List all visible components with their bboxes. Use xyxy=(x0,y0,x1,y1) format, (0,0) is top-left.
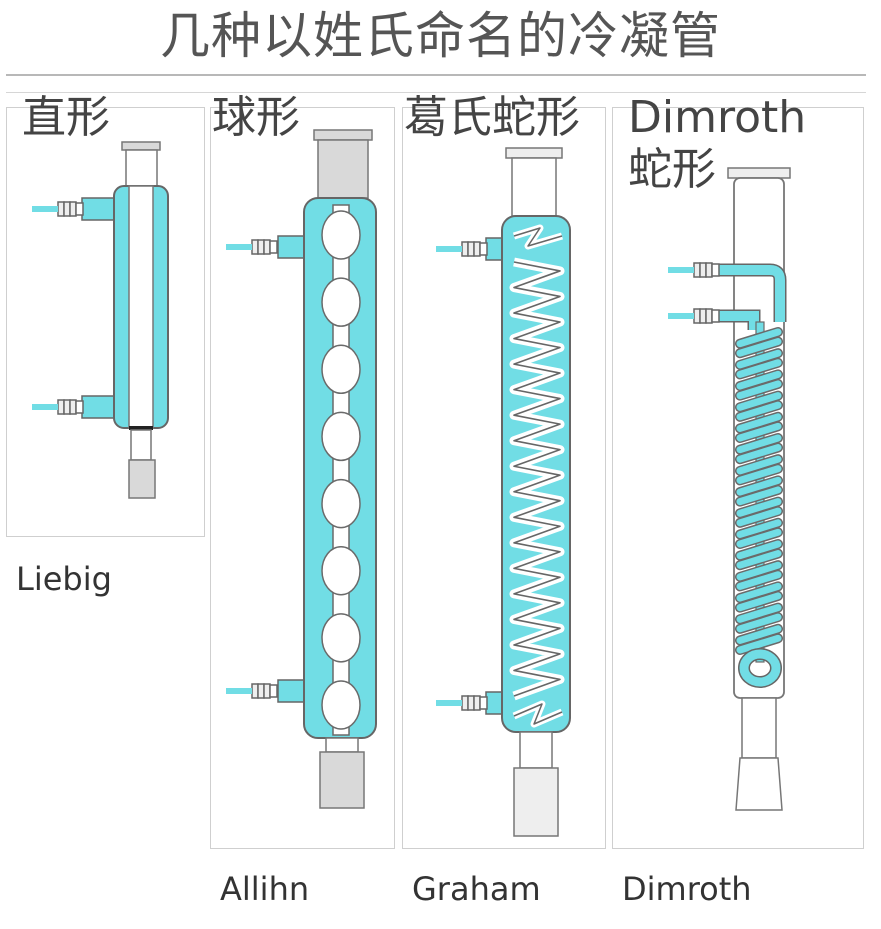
allihn-bulb xyxy=(321,210,361,260)
dimroth-coil-turn xyxy=(736,392,782,421)
dimroth-coil-turn xyxy=(736,413,782,442)
allihn-condenser xyxy=(225,129,377,809)
graham-condenser xyxy=(435,147,571,837)
dimroth-coil-turn xyxy=(736,498,782,527)
dimroth-coil-turn xyxy=(736,561,782,590)
dimroth-condenser xyxy=(667,167,791,811)
allihn-bulb xyxy=(321,478,361,529)
allihn-bulb xyxy=(321,277,361,327)
allihn-bulb xyxy=(321,344,361,395)
allihn-bulb xyxy=(321,613,361,663)
allihn-bulb xyxy=(321,411,361,462)
dimroth-inner-coil xyxy=(735,321,783,663)
allihn-english-name: Allihn xyxy=(220,870,310,908)
dimroth-coil-turn xyxy=(736,519,782,548)
graham-english-name: Graham xyxy=(412,870,541,908)
allihn-bulb-column xyxy=(321,204,361,736)
dimroth-coil-turn xyxy=(736,582,782,612)
dimroth-coil-turn xyxy=(736,434,782,463)
dimroth-coil-turn xyxy=(736,476,782,506)
dimroth-coil-turn xyxy=(736,455,782,484)
liebig-chinese-name: 直形 xyxy=(22,92,110,143)
allihn-inner-tube xyxy=(332,204,350,736)
dimroth-coil-turn xyxy=(736,604,782,633)
liebig-condenser xyxy=(31,141,169,499)
allihn-bulb xyxy=(321,680,361,730)
liebig-english-name: Liebig xyxy=(16,560,112,598)
dimroth-english-name: Dimroth xyxy=(622,870,752,908)
dimroth-coil-turn xyxy=(736,625,782,654)
graham-chinese-name: 葛氏蛇形 xyxy=(404,92,580,143)
page-title: 几种以姓氏命名的冷凝管 xyxy=(160,7,721,65)
allihn-chinese-name: 球形 xyxy=(212,92,300,143)
title-rule-top xyxy=(6,74,866,76)
dimroth-coil-turn xyxy=(736,349,782,378)
allihn-bulb xyxy=(321,545,361,596)
liebig-panel xyxy=(6,107,205,537)
dimroth-coil-turn xyxy=(736,328,782,357)
dimroth-chinese-name: Dimroth 蛇形 xyxy=(628,92,807,195)
title-rule-bottom xyxy=(6,92,866,93)
dimroth-coil-turn xyxy=(736,370,782,400)
dimroth-coil-turn xyxy=(736,540,782,569)
